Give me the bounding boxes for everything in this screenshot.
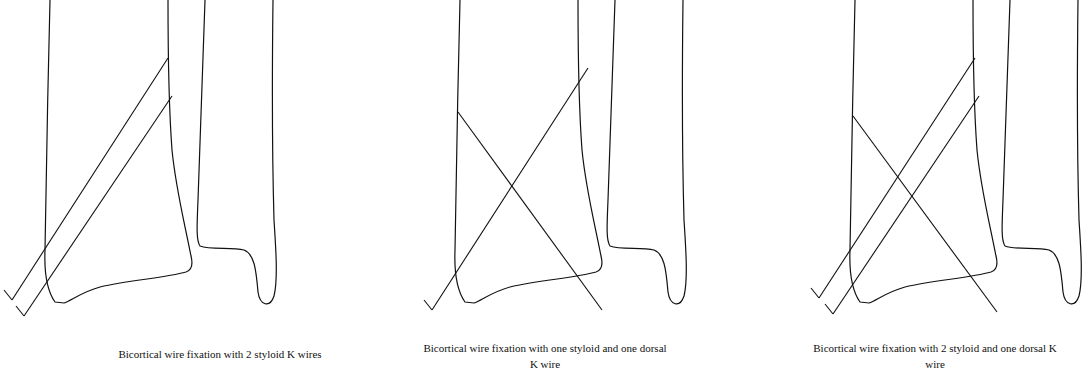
k-wire (12, 58, 168, 300)
wire-tick (16, 306, 24, 316)
caption-label: Bicortical wire fixation with 2 styloid … (70, 346, 370, 362)
k-wire (853, 116, 997, 312)
panel-two-styloid (4, 0, 276, 316)
k-wire (24, 96, 172, 316)
bones (45, 0, 276, 304)
k-wire (819, 58, 975, 298)
wire-tick (825, 304, 833, 314)
caption-label: Bicortical wire fixation with one styloi… (420, 340, 670, 372)
wire-tick (4, 290, 12, 300)
bones (850, 0, 1081, 304)
wire-tick (424, 300, 432, 310)
k-wire (458, 112, 602, 310)
caption-label: Bicortical wire fixation with 2 styloid … (810, 340, 1060, 372)
panel-two-styloid-dorsal (811, 0, 1081, 314)
panel-styloid-dorsal (424, 0, 686, 310)
k-wire (432, 68, 588, 310)
k-wire (833, 96, 979, 314)
bones (455, 0, 686, 304)
wire-tick (811, 288, 819, 298)
